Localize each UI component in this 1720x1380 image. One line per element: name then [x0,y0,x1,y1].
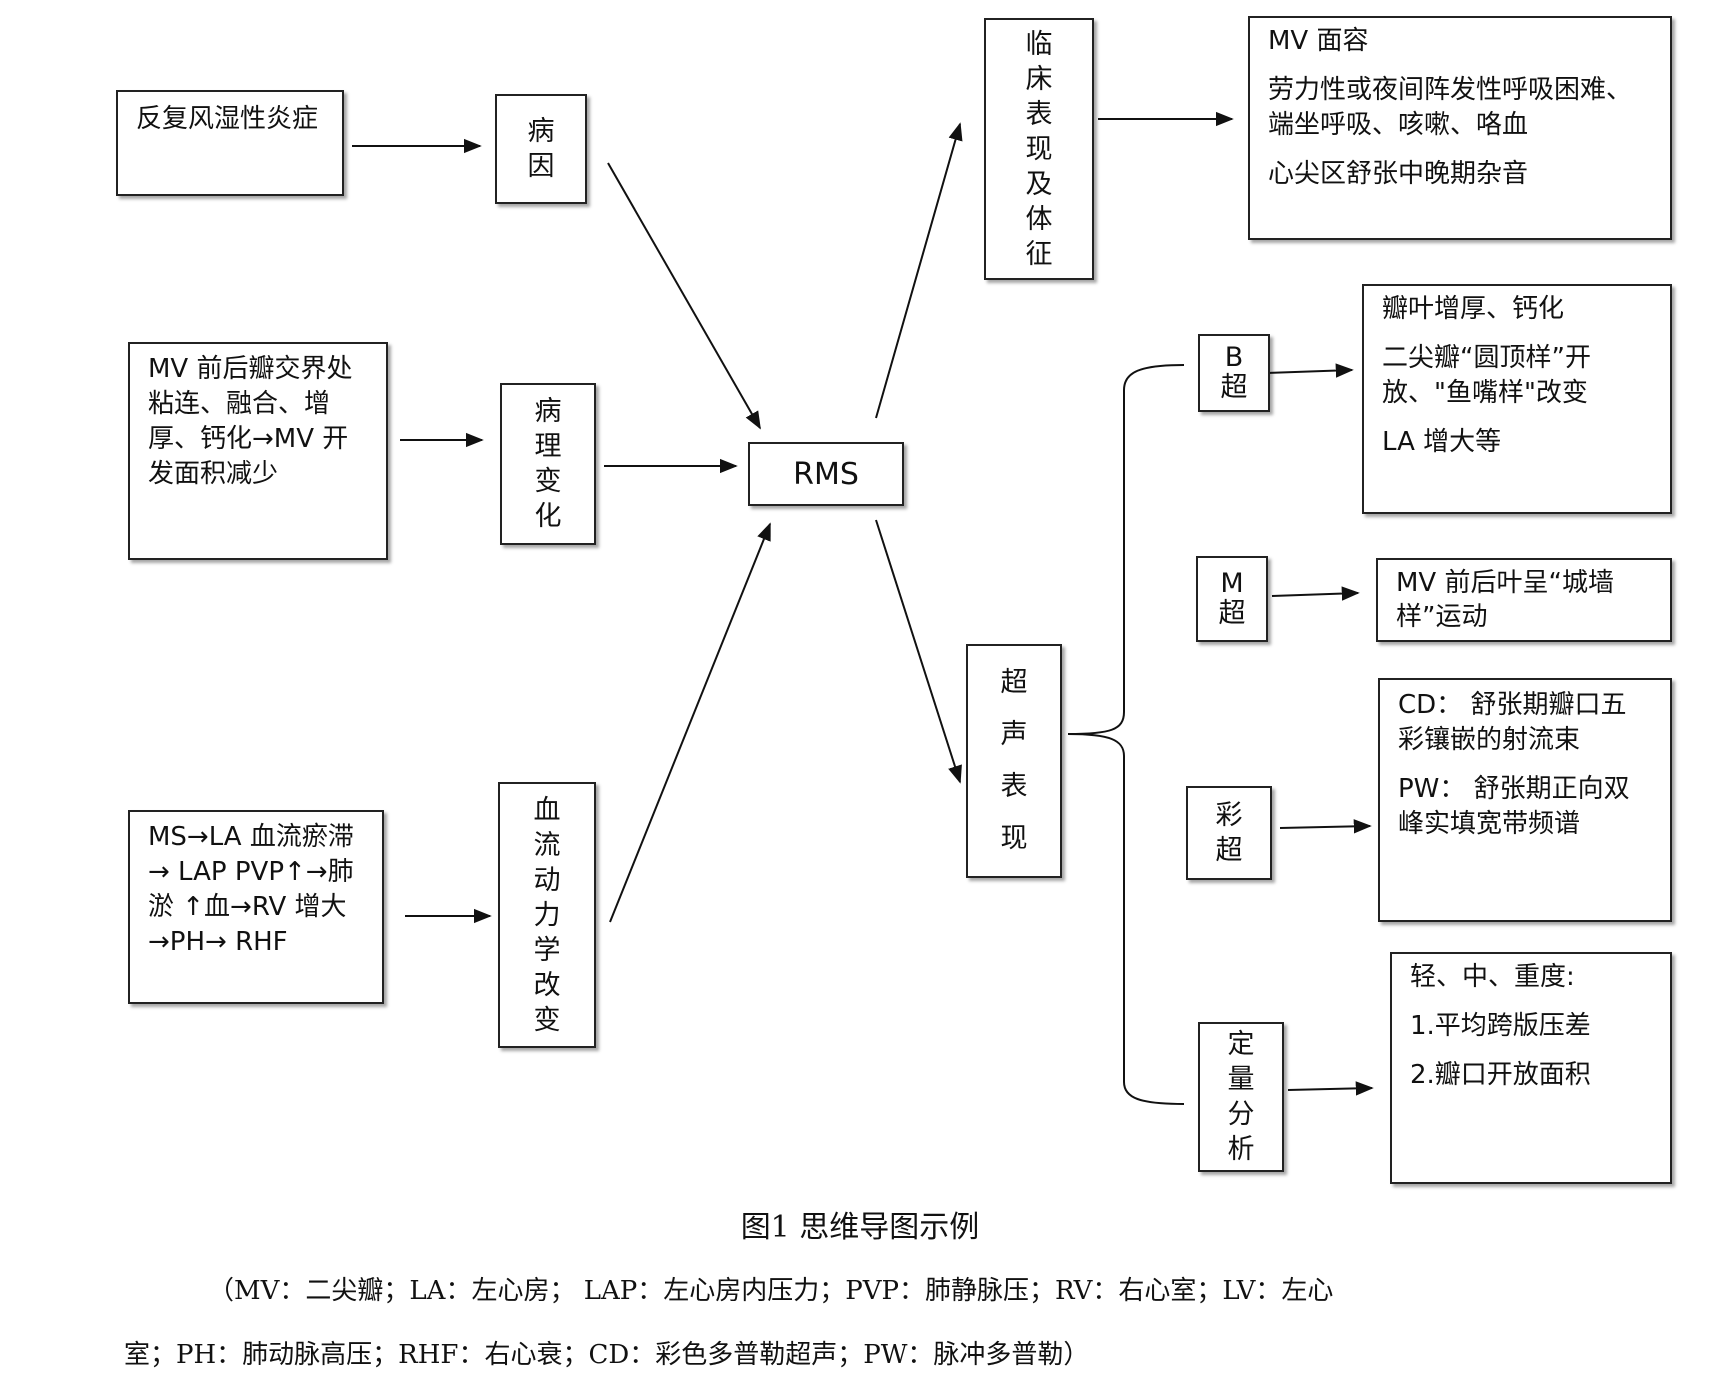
quantitative-detail-gradient: 1.平均跨版压差 [1410,1011,1591,1041]
color-doppler-detail-pw: PW： 舒张期正向双峰实填宽带频谱 [1398,774,1630,839]
b-mode-detail-leaflet: 瓣叶增厚、钙化 [1382,294,1565,324]
hemodynamics-detail-box: MS→LA 血流瘀滞→ LAP PVP↑→肺淤 ↑血→RV 增大→PH→ RHF [128,810,384,1004]
color-doppler-detail-box: CD： 舒张期瓣口五彩镶嵌的射流束 PW： 舒张期正向双峰实填宽带频谱 [1378,678,1672,922]
m-mode-detail-text: MV 前后叶呈“城墙样”运动 [1396,568,1614,632]
b-mode-label: B 超 [1220,342,1248,403]
b-mode-detail-dome: 二尖瓣“圆顶样”开放、"鱼嘴样"改变 [1382,343,1591,408]
clinical-detail-dyspnea: 劳力性或夜间阵发性呼吸困难、端坐呼吸、咳嗽、咯血 [1268,75,1633,140]
arrow-etiology-to-center [607,162,761,430]
center-node-box: RMS [748,442,904,506]
arrow-center-to-ultrasound [875,519,962,784]
quantitative-detail-box: 轻、中、重度: 1.平均跨版压差 2.瓣口开放面积 [1390,952,1672,1184]
arrow-color-doppler-to-detail [1279,819,1372,834]
ultrasound-label-box: 超声表现 [966,644,1062,878]
abbreviations-line-2: 室；PH：肺动脉高压；RHF：右心衰；CD：彩色多普勒超声；PW：脉冲多普勒） [124,1340,1090,1370]
etiology-detail-text: 反复风湿性炎症 [136,104,319,134]
clinical-detail-face: MV 面容 [1268,26,1369,56]
m-mode-detail-box: MV 前后叶呈“城墙样”运动 [1376,558,1672,642]
ultrasound-label: 超声表现 [1000,667,1028,854]
arrow-center-to-clinical [875,122,963,419]
color-doppler-label: 彩超 [1215,800,1243,866]
arrow-b-mode-to-detail [1267,363,1354,378]
quantitative-label: 定量分析 [1227,1029,1255,1165]
ultrasound-brace [1067,364,1185,1105]
pathology-detail-box: MV 前后瓣交界处粘连、融合、增厚、钙化→MV 开发面积减少 [128,342,388,560]
arrow-quantitative-to-detail [1287,1081,1374,1096]
figure-caption: 图1 思维导图示例 [740,1210,980,1245]
quantitative-detail-severity: 轻、中、重度: [1410,962,1575,992]
b-mode-detail-la: LA 增大等 [1382,427,1502,457]
clinical-label-box: 临床表现及体征 [984,18,1094,280]
hemodynamics-detail-text: MS→LA 血流瘀滞→ LAP PVP↑→肺淤 ↑血→RV 增大→PH→ RHF [148,822,354,957]
clinical-detail-box: MV 面容 劳力性或夜间阵发性呼吸困难、端坐呼吸、咳嗽、咯血 心尖区舒张中晚期杂… [1248,16,1672,240]
b-mode-detail-box: 瓣叶增厚、钙化 二尖瓣“圆顶样”开放、"鱼嘴样"改变 LA 增大等 [1362,284,1672,514]
abbreviations-line-1: （MV：二尖瓣；LA：左心房； LAP：左心房内压力；PVP：肺静脉压；RV：右… [208,1276,1334,1306]
m-mode-label-box: M 超 [1196,556,1268,642]
etiology-label: 病因 [527,116,555,182]
center-node-label: RMS [793,456,859,492]
etiology-label-box: 病因 [495,94,587,204]
pathology-label: 病理变化 [534,396,562,532]
pathology-detail-text: MV 前后瓣交界处粘连、融合、增厚、钙化→MV 开发面积减少 [148,354,353,489]
color-doppler-detail-cd: CD： 舒张期瓣口五彩镶嵌的射流束 [1398,690,1627,755]
hemodynamics-label-box: 血流动力学改变 [498,782,596,1048]
clinical-detail-murmur: 心尖区舒张中晚期杂音 [1268,159,1529,189]
quantitative-label-box: 定量分析 [1198,1022,1284,1172]
quantitative-detail-area: 2.瓣口开放面积 [1410,1060,1591,1090]
pathology-label-box: 病理变化 [500,383,596,545]
etiology-detail-box: 反复风湿性炎症 [116,90,344,196]
b-mode-label-box: B 超 [1198,334,1270,412]
color-doppler-label-box: 彩超 [1186,786,1272,880]
arrow-hemodynamics-to-center [609,522,771,923]
arrow-m-mode-to-detail [1271,586,1360,601]
clinical-label: 临床表现及体征 [1025,28,1053,270]
m-mode-label: M 超 [1218,568,1246,629]
hemodynamics-label: 血流动力学改变 [533,794,561,1036]
